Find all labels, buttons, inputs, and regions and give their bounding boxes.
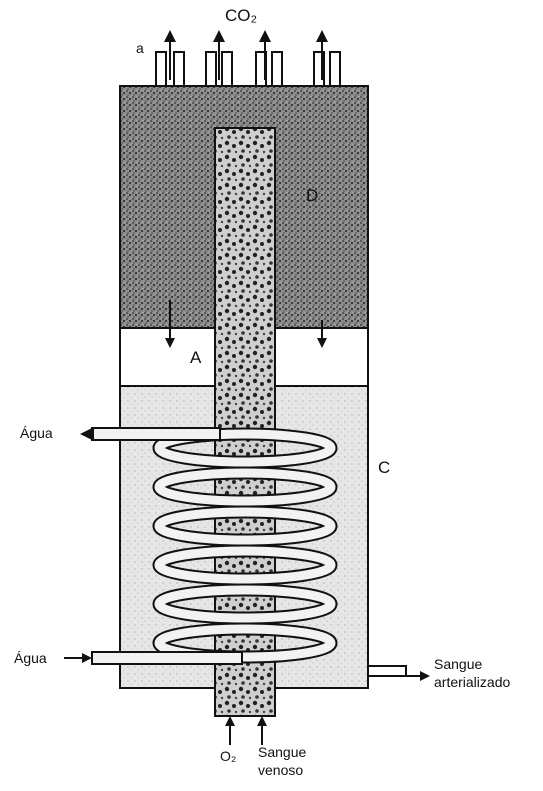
inlet-arrows — [225, 716, 267, 745]
label-c: C — [378, 458, 390, 478]
co2-exhaust-tubes — [156, 52, 340, 86]
agua-in-label: Água — [14, 650, 47, 666]
co2-label: CO₂ — [225, 6, 257, 26]
arterial-label-line2: arterializado — [434, 674, 510, 690]
venous-label-line1: Sangue — [258, 744, 306, 760]
label-a-small: a — [136, 40, 144, 56]
water-inlet-pipe — [64, 652, 242, 664]
label-a: A — [190, 348, 201, 368]
agua-out-label: Água — [20, 425, 53, 441]
arterial-label-line1: Sangue — [434, 656, 482, 672]
label-d: D — [306, 186, 318, 206]
co2-arrows — [164, 30, 328, 80]
water-outlet-pipe — [80, 427, 220, 441]
o2-label: O₂ — [220, 748, 236, 764]
venous-label-line2: venoso — [258, 762, 303, 778]
arterial-outlet-pipe — [368, 666, 430, 681]
